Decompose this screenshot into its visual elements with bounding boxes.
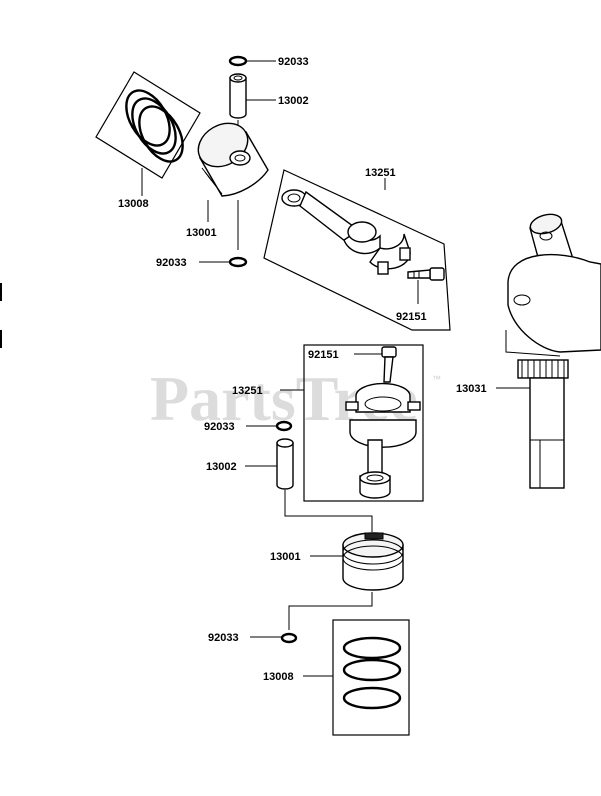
piston-top[interactable] xyxy=(190,115,269,197)
edge-mark-bottom xyxy=(0,330,2,348)
label-piston-bottom: 13001 xyxy=(270,551,301,563)
label-clip-mid-top: 92033 xyxy=(156,257,187,269)
piston-pin-bottom[interactable] xyxy=(276,438,294,490)
rod-bolt-top[interactable] xyxy=(407,267,445,281)
edge-mark-top xyxy=(0,283,2,301)
circlip-top[interactable] xyxy=(228,55,248,67)
connecting-rod-bottom[interactable] xyxy=(303,344,424,502)
label-bolt-top: 92151 xyxy=(396,311,427,323)
label-clip-low-bottom: 92033 xyxy=(208,632,239,644)
circlip-mid-top[interactable] xyxy=(228,256,248,268)
piston-rings-top[interactable] xyxy=(95,71,201,179)
rod-bolt-bottom[interactable] xyxy=(381,346,397,383)
watermark-trademark: ™ xyxy=(432,374,441,384)
piston-bottom[interactable] xyxy=(342,532,404,591)
label-piston-top: 13001 xyxy=(186,227,217,239)
circlip-low-bottom[interactable] xyxy=(280,632,298,644)
label-pin-top: 13002 xyxy=(278,95,309,107)
label-pin-bottom: 13002 xyxy=(206,461,237,473)
piston-pin-top[interactable] xyxy=(229,73,247,119)
crankshaft[interactable] xyxy=(505,211,601,489)
label-clip-mid-bottom: 92033 xyxy=(204,421,235,433)
label-rings-top: 13008 xyxy=(118,198,149,210)
piston-rings-bottom[interactable] xyxy=(332,619,410,736)
connecting-rod-top[interactable] xyxy=(263,169,451,331)
label-rod-top: 13251 xyxy=(365,167,396,179)
label-rings-bottom: 13008 xyxy=(263,671,294,683)
label-bolt-bottom: 92151 xyxy=(308,349,339,361)
label-clip-top: 92033 xyxy=(278,56,309,68)
label-rod-bottom: 13251 xyxy=(232,385,263,397)
label-crankshaft: 13031 xyxy=(456,383,487,395)
